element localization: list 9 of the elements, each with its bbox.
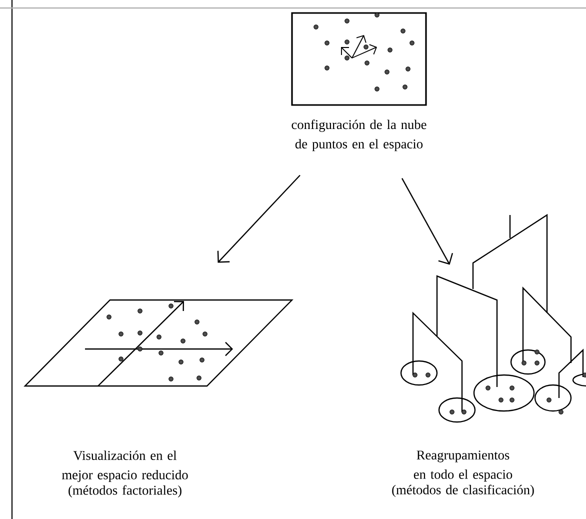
- node-label: (métodos factoriales): [68, 485, 182, 498]
- node-label: Reagrupamientos en todo el espacio: [414, 450, 512, 482]
- scatter-plot-box: [291, 12, 427, 106]
- node-label: (métodos de clasificación): [392, 484, 534, 498]
- node-label: configuración de la nube de puntos en el espacio: [292, 120, 426, 152]
- arrow: [217, 174, 300, 263]
- arrow: [401, 178, 454, 265]
- dendrogram-drawing: [400, 214, 586, 423]
- node-label: Visualización en el mejor espacio reducido: [62, 450, 188, 482]
